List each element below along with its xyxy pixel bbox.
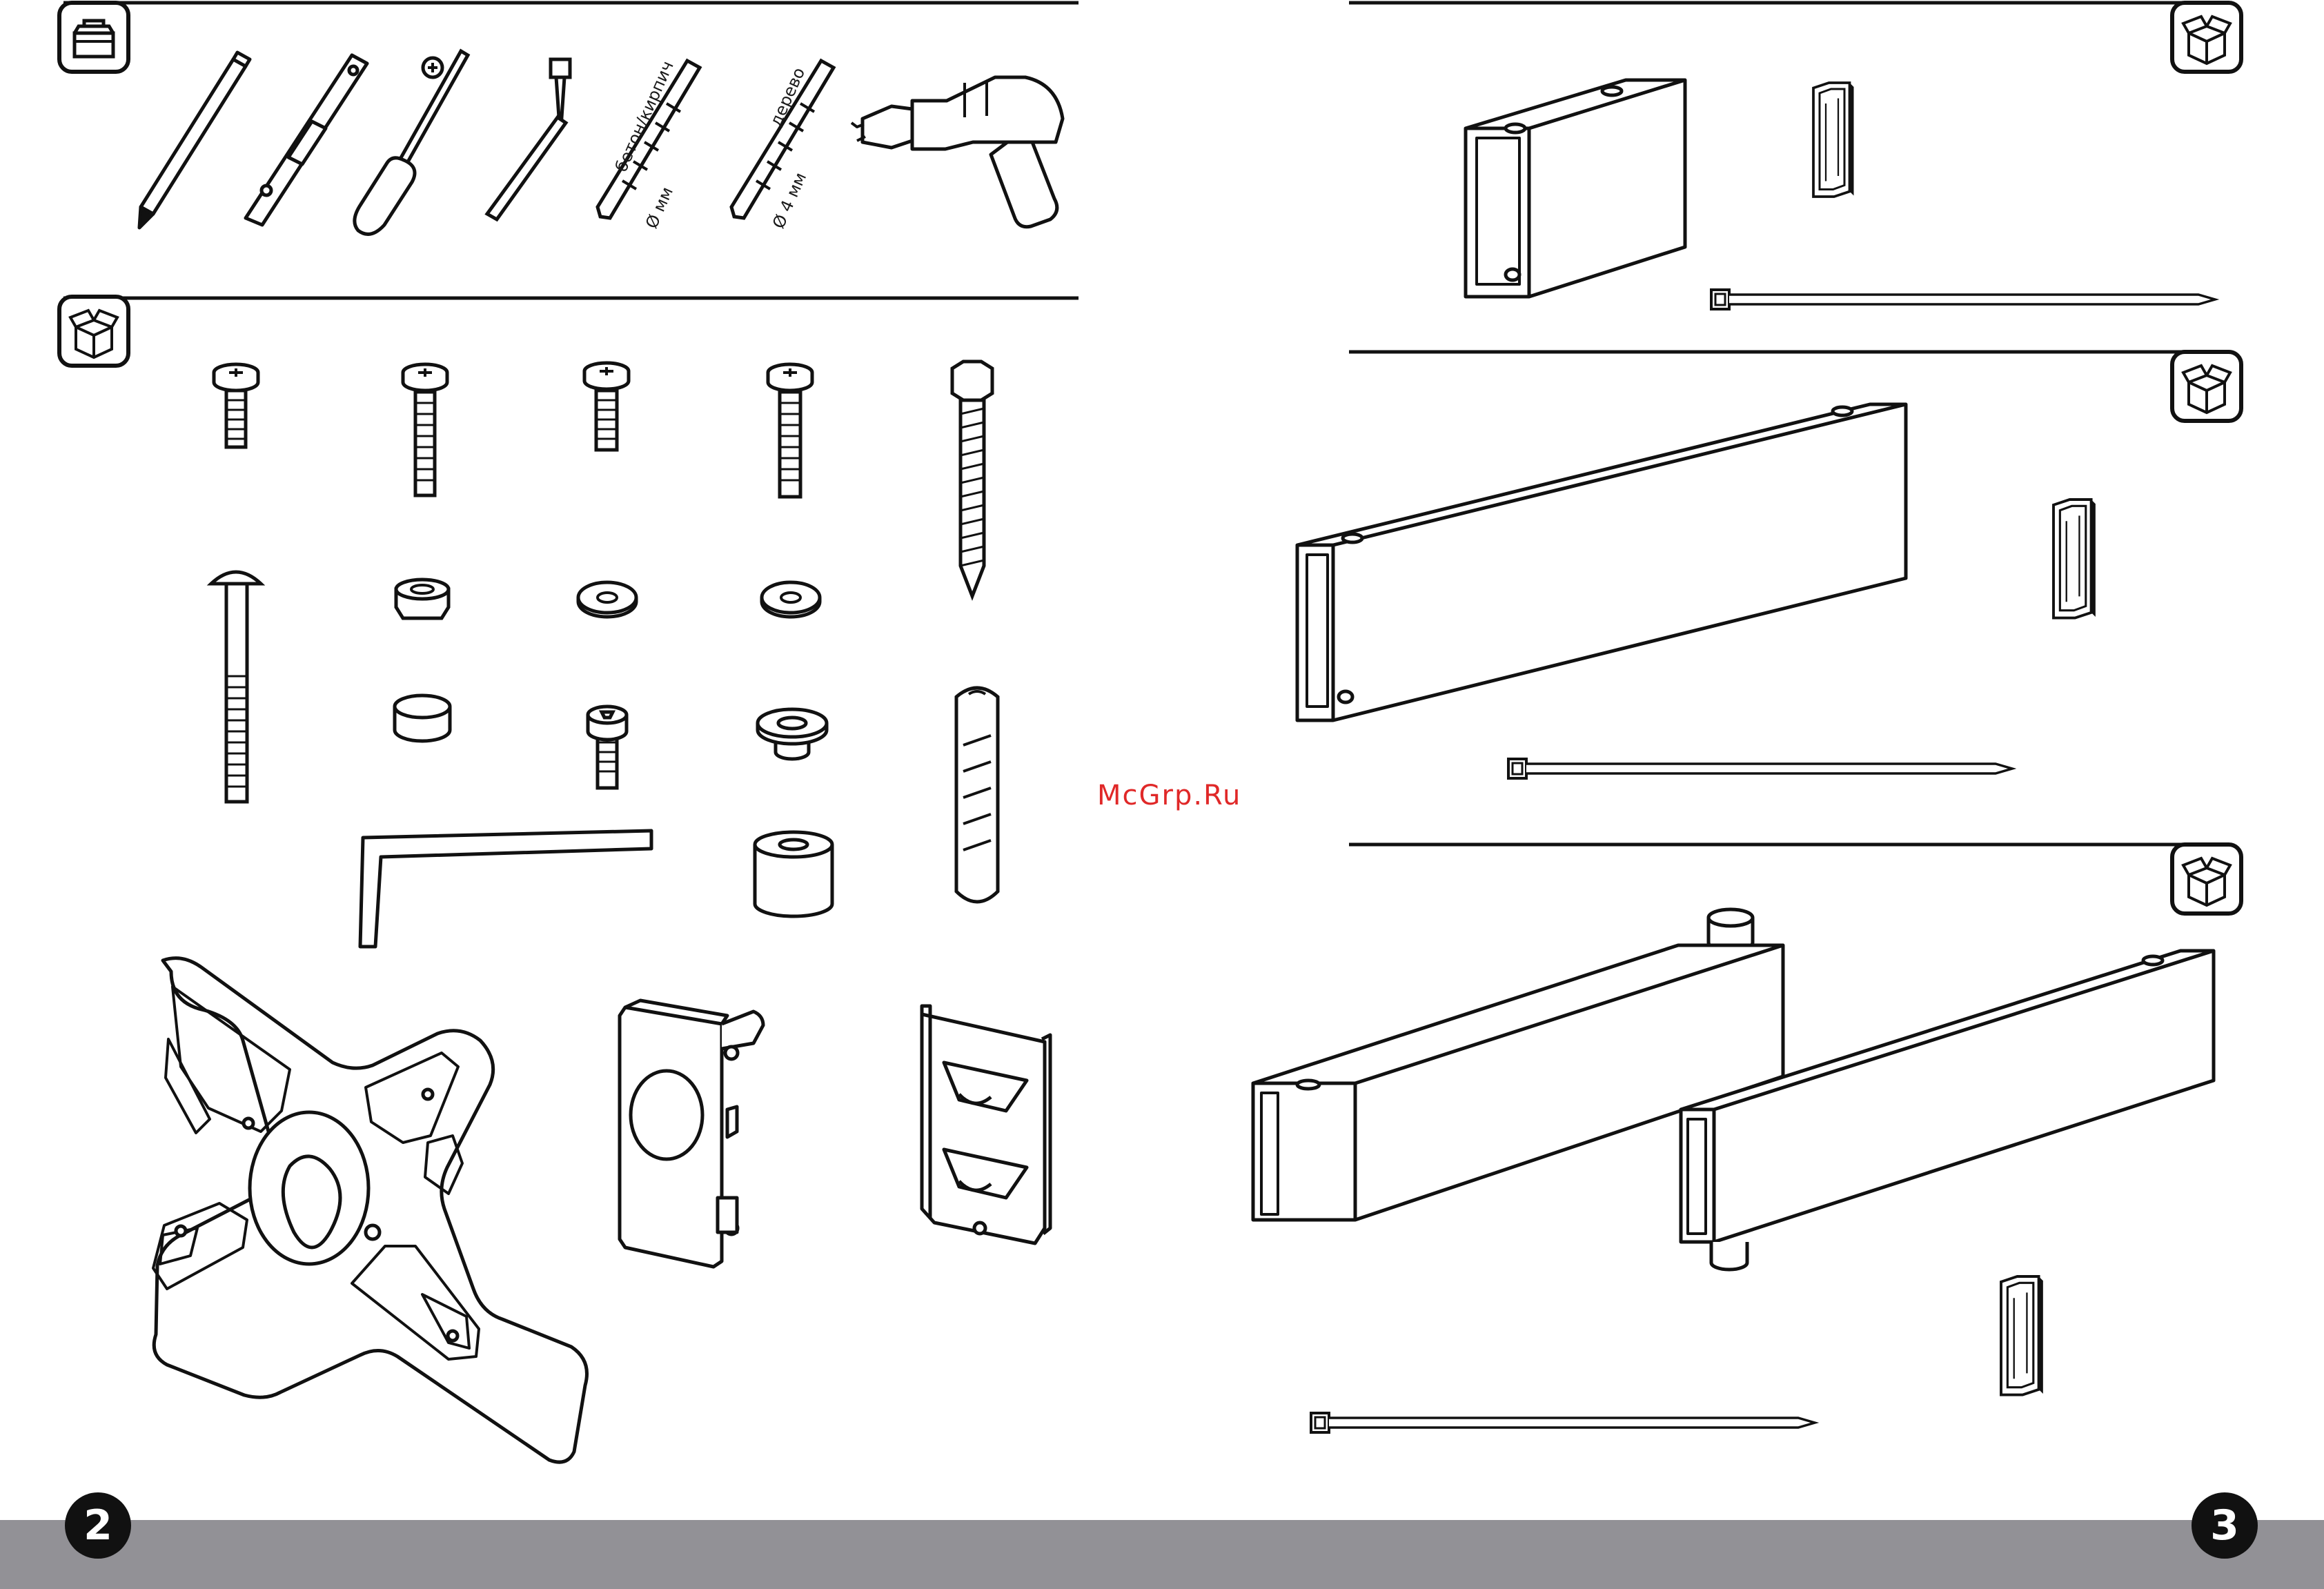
lag-bolt (952, 362, 992, 596)
shoulder-washer (758, 709, 827, 759)
end-cap-c (2001, 1276, 2043, 1395)
tv-bracket (620, 1000, 763, 1267)
cable-tie-a (1711, 290, 2215, 309)
screw-m4x12 (214, 364, 258, 447)
end-cap-b (2054, 500, 2096, 618)
flange-nut (396, 580, 449, 618)
page-number-right: 3 (2192, 1492, 2258, 1559)
swing-arm-assembly (1253, 909, 2214, 1270)
socket-driver-illustration (487, 59, 570, 219)
electric-drill-illustration (851, 77, 1063, 227)
plastic-cap (395, 695, 450, 741)
spirit-level-illustration (246, 55, 367, 225)
footer-band (0, 1520, 2324, 1589)
toolbox-icon (59, 3, 128, 72)
end-cap-a (1813, 83, 1854, 197)
page-number-left: 2 (65, 1492, 131, 1559)
spacer-cylinder (755, 832, 832, 916)
cable-tie-b (1508, 759, 2012, 778)
long-square-tube (1297, 404, 1906, 720)
phillips-screwdriver-illustration (355, 51, 468, 234)
carriage-bolt (211, 572, 261, 802)
screw-m4x30 (403, 364, 447, 495)
open-box-icon-kit-a (2172, 3, 2241, 72)
pencil-illustration (139, 52, 250, 228)
cable-tie-c (1311, 1413, 1815, 1432)
wall-anchor (956, 688, 998, 902)
watermark: McGrp.Ru (1097, 780, 1241, 811)
hex-key (360, 831, 651, 947)
screw-m5x12 (584, 363, 629, 450)
socket-cap-screw (588, 707, 627, 788)
open-box-icon-kit-c (2172, 845, 2241, 914)
short-square-tube (1466, 80, 1685, 297)
screw-m5x30 (768, 364, 812, 497)
open-box-icon-hardware (59, 297, 128, 366)
large-washer (762, 582, 820, 617)
small-washer (578, 582, 636, 617)
open-box-icon-kit-b (2172, 352, 2241, 421)
vesa-mounting-plate (153, 958, 587, 1462)
wall-bracket (922, 1006, 1050, 1243)
